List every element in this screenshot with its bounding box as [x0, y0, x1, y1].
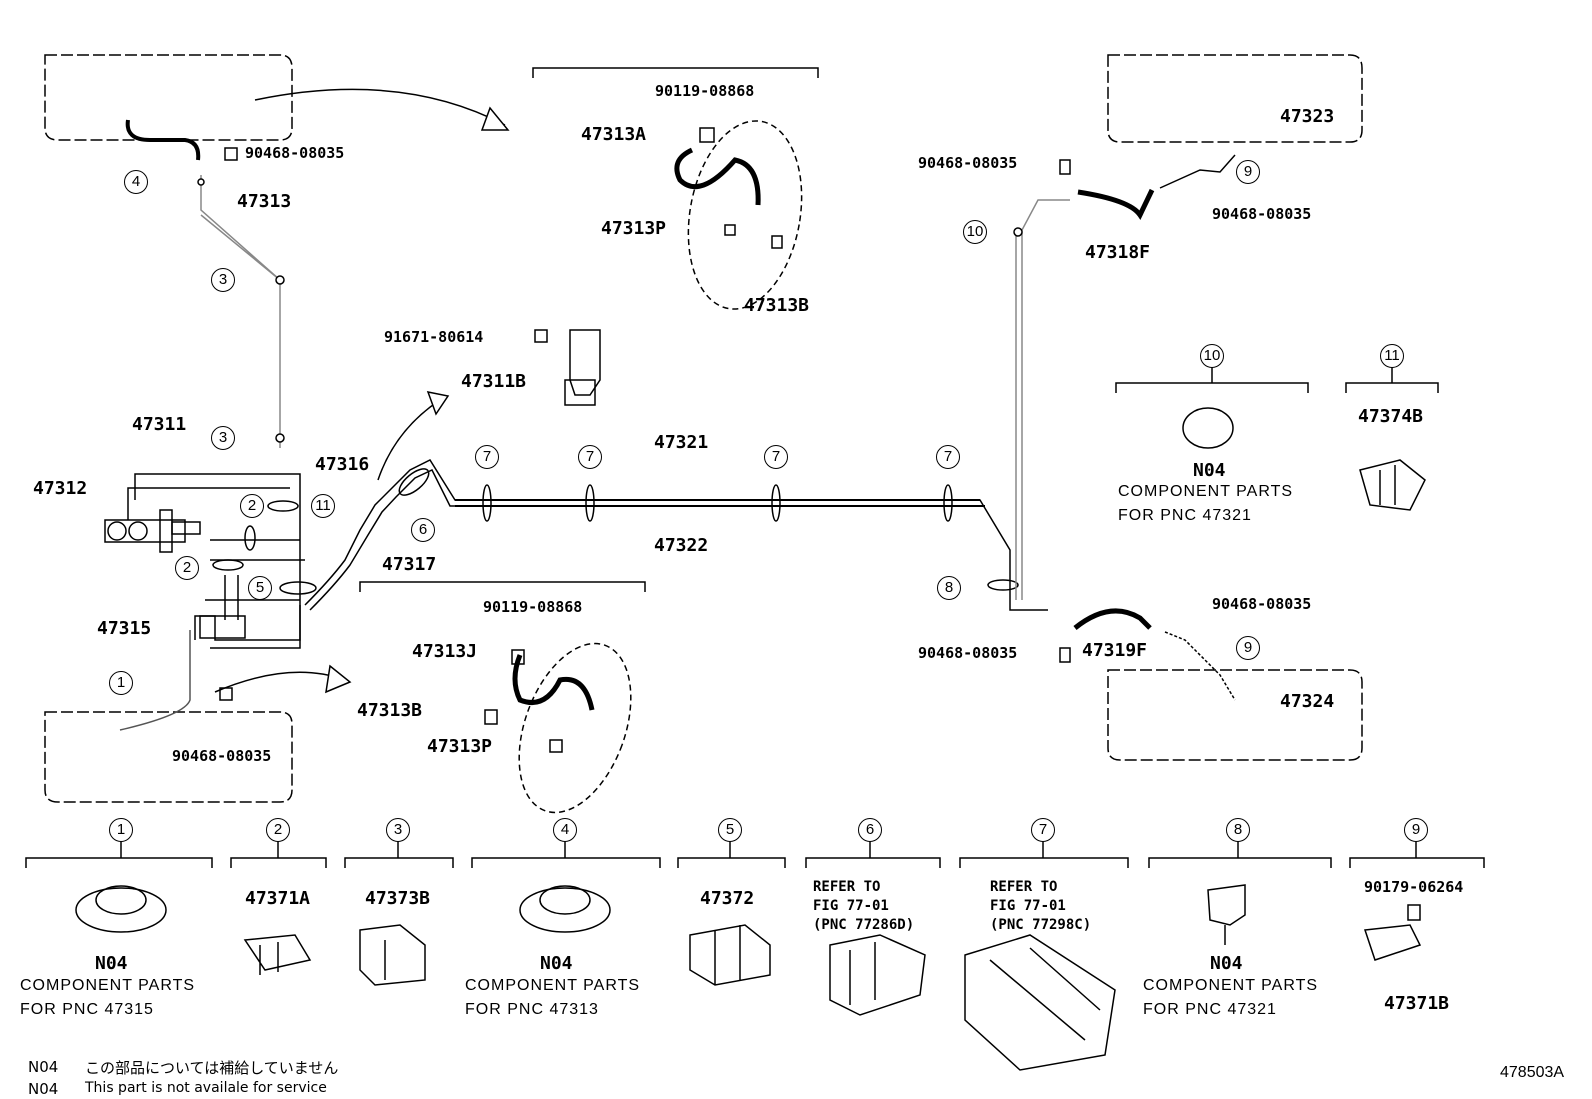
callout-7d: 7: [936, 445, 960, 469]
legend-callout-6: 6: [858, 818, 882, 842]
part-47319F: 47319F: [1082, 640, 1148, 661]
legend-callout-11: 11: [1380, 344, 1404, 368]
part-47313J: 47313J: [412, 641, 478, 662]
legend-callout-9: 9: [1404, 818, 1428, 842]
part-90468-e: 90468-08035: [1212, 595, 1312, 613]
part-47374B: 47374B: [1358, 406, 1424, 427]
legend-c4-line2: FOR PNC 47313: [465, 1001, 599, 1018]
part-47324: 47324: [1280, 691, 1335, 712]
footnote-jp-code: N04: [28, 1058, 59, 1076]
legend-callout-10: 10: [1200, 344, 1224, 368]
legend-callout-4: 4: [553, 818, 577, 842]
part-47317: 47317: [382, 554, 437, 575]
part-90468-a: 90468-08035: [245, 144, 345, 162]
part-47313: 47313: [237, 191, 292, 212]
part-47311B: 47311B: [461, 371, 527, 392]
legend-callout-8: 8: [1226, 818, 1250, 842]
part-90468-f: 90468-08035: [918, 644, 1018, 662]
legend-c10-code: N04: [1193, 460, 1226, 481]
part-47323: 47323: [1280, 106, 1335, 127]
legend-c7-ref: REFER TO FIG 77-01 (PNC 77298C): [990, 879, 1092, 933]
part-47313B-mid: 47313B: [357, 700, 423, 721]
legend-callout-5: 5: [718, 818, 742, 842]
part-47321: 47321: [654, 432, 709, 453]
callout-9a: 9: [1236, 160, 1260, 184]
part-47316: 47316: [315, 454, 370, 475]
part-90119-top: 90119-08868: [655, 82, 755, 100]
legend-c8-code: N04: [1210, 953, 1243, 974]
figure-id: 478503A: [1500, 1064, 1565, 1081]
part-47371A: 47371A: [245, 888, 311, 909]
callout-7b: 7: [578, 445, 602, 469]
legend-c1-line2: FOR PNC 47315: [20, 1001, 154, 1018]
legend-c8-line2: FOR PNC 47321: [1143, 1001, 1277, 1018]
callout-8: 8: [937, 576, 961, 600]
callout-6: 6: [411, 518, 435, 542]
legend-callout-7: 7: [1031, 818, 1055, 842]
part-47313B-top: 47313B: [744, 295, 810, 316]
part-47373B: 47373B: [365, 888, 431, 909]
callout-11: 11: [311, 494, 335, 518]
footnote-en-code: N04: [28, 1080, 59, 1098]
footnote-en-text: This part is not availale for service: [85, 1080, 327, 1096]
part-90468-c: 90468-08035: [918, 154, 1018, 172]
legend-c10-line2: FOR PNC 47321: [1118, 507, 1252, 524]
callout-1: 1: [109, 671, 133, 695]
legend-c10-line1: COMPONENT PARTS: [1118, 483, 1294, 500]
callout-3b: 3: [211, 426, 235, 450]
callout-4: 4: [124, 170, 148, 194]
part-91671: 91671-80614: [384, 328, 484, 346]
legend-callout-3: 3: [386, 818, 410, 842]
part-47318F: 47318F: [1085, 242, 1151, 263]
part-47312: 47312: [33, 478, 88, 499]
callout-7c: 7: [764, 445, 788, 469]
footnote-jp-text: この部品については補給していません: [85, 1059, 339, 1077]
legend-c4-code: N04: [540, 953, 573, 974]
callout-3: 3: [211, 268, 235, 292]
legend-callout-1: 1: [109, 818, 133, 842]
callout-5: 5: [248, 576, 272, 600]
legend-c6-ref: REFER TO FIG 77-01 (PNC 77286D): [813, 879, 915, 933]
legend-callout-2: 2: [266, 818, 290, 842]
callout-10: 10: [963, 220, 987, 244]
part-47313A: 47313A: [581, 124, 647, 145]
legend-c1-code: N04: [95, 953, 128, 974]
part-47372: 47372: [700, 888, 755, 909]
callout-2: 2: [240, 494, 264, 518]
part-47322: 47322: [654, 535, 709, 556]
legend-c1-line1: COMPONENT PARTS: [20, 977, 196, 994]
part-47313P-top: 47313P: [601, 218, 667, 239]
callout-2b: 2: [175, 556, 199, 580]
callout-9b: 9: [1236, 636, 1260, 660]
part-47371B: 47371B: [1384, 993, 1450, 1014]
part-90179: 90179-06264: [1364, 878, 1464, 896]
callout-7a: 7: [475, 445, 499, 469]
part-90468-d: 90468-08035: [1212, 205, 1312, 223]
legend-c8-line1: COMPONENT PARTS: [1143, 977, 1319, 994]
part-90119-mid: 90119-08868: [483, 598, 583, 616]
legend-c4-line1: COMPONENT PARTS: [465, 977, 641, 994]
part-90468-b: 90468-08035: [172, 747, 272, 765]
part-47311: 47311: [132, 414, 187, 435]
part-47315: 47315: [97, 618, 152, 639]
part-47313P-mid: 47313P: [427, 736, 493, 757]
